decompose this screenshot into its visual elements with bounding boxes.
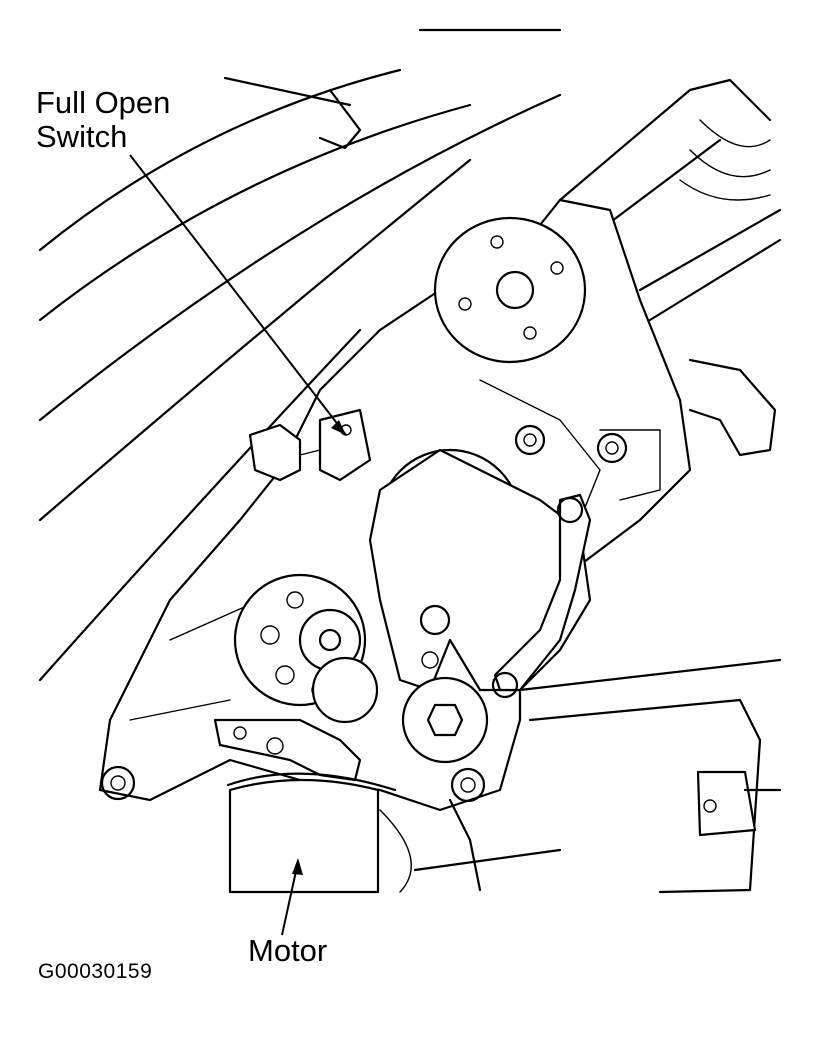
gear-small-lower xyxy=(401,676,489,764)
figure-code: G00030159 xyxy=(38,960,153,983)
arrowhead-icon xyxy=(292,858,303,875)
gear-cluster-left xyxy=(233,573,379,724)
bolt-icon xyxy=(450,767,486,803)
leader-full-open-switch xyxy=(129,154,347,436)
roof-frame-lines xyxy=(38,28,562,682)
motor-label: Motor xyxy=(248,933,328,968)
motor-body xyxy=(226,772,412,894)
bolts xyxy=(100,424,628,803)
bolt-icon xyxy=(514,424,546,456)
arrowhead-icon xyxy=(331,420,346,435)
full-open-switch-label-line1: Full Open xyxy=(36,85,171,120)
top-disc xyxy=(433,216,587,364)
bolt-icon xyxy=(596,432,628,464)
bolt-icon xyxy=(100,765,136,801)
full-open-switch-label-line2: Switch xyxy=(36,119,128,154)
upper-rail xyxy=(558,78,782,457)
leader-motor xyxy=(281,858,303,936)
lower-right-frame xyxy=(413,658,782,894)
full-open-switch-label: Full Open Switch xyxy=(36,86,170,154)
